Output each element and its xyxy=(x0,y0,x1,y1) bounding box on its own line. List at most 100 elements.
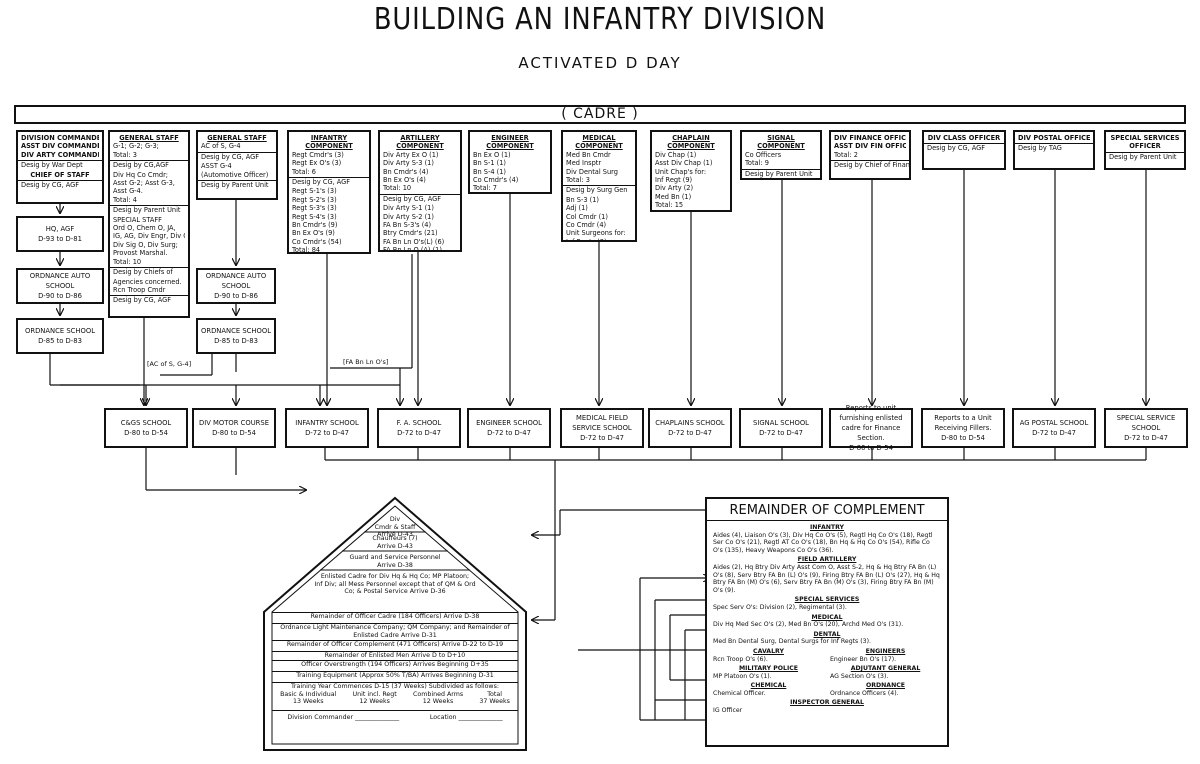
cadre-bar: ( CADRE ) xyxy=(14,105,1186,124)
cadre-box-line: Total: 3 xyxy=(566,176,590,185)
school-name: F. A. SCHOOL xyxy=(396,419,442,427)
chain-box-name: ORDNANCE SCHOOL xyxy=(201,327,271,335)
cadre-box-line: Desig by CG, AGF xyxy=(18,180,102,189)
cadre-box-line: Bn Cmdr's (4) xyxy=(383,167,429,176)
cadre-box-line: Co Cmdr's (54) xyxy=(292,237,342,246)
training-column-line: Total xyxy=(487,690,502,698)
commander-location-row: Division Commander ______________Locatio… xyxy=(272,710,518,724)
cadre-box-line: Regt Ex O's (3) xyxy=(292,159,342,168)
school-name: SIGNAL SCHOOL xyxy=(753,419,809,427)
enlisted-line: Co; & Postal Service Arrive D-36 xyxy=(344,588,446,595)
training-column-line: Combined Arms xyxy=(412,690,464,698)
remainder-heading: SPECIAL SERVICES xyxy=(794,596,860,604)
branch-label-fa-bn: [FA Bn Ln O's] xyxy=(343,358,389,366)
cadre-box-line: Desig by Chiefs of xyxy=(110,267,188,276)
cadre-box-line: FA Bn S-3's (4) xyxy=(383,221,432,230)
cadre-box-line: Total: 15 xyxy=(655,201,684,210)
cadre-box-line: Asst G-2; Asst G-3, xyxy=(113,179,175,188)
school-name: C&GS SCHOOL xyxy=(120,419,172,427)
school-box: Reports to a Unit Receiving Fillers.D-80… xyxy=(921,408,1005,448)
cadre-box-line: Desig by CG, AGF xyxy=(198,151,276,161)
cadre-box-line: Med Insptr xyxy=(566,159,602,168)
cadre-box-line: Div Arty Ex O (1) xyxy=(383,150,439,159)
school-name: Reports to a Unit Receiving Fillers. xyxy=(934,414,992,432)
cadre-box-line: Total: 4 xyxy=(113,195,137,204)
cadre-box-line: Unit Surgeons for: xyxy=(566,229,626,238)
chain-box-name: ORDNANCE AUTO SCHOOL xyxy=(205,272,267,290)
cadre-box-title: GENERAL STAFF xyxy=(207,134,267,142)
cadre-box-line: (Automotive Officer) xyxy=(201,170,269,179)
remainder-heading: ADJUTANT GENERAL xyxy=(850,665,921,673)
cadre-box-line: Unit Chap's for: xyxy=(655,167,707,176)
cadre-box-line: Bn S-4 (1) xyxy=(473,167,506,176)
chain-box-name: HQ, AGF xyxy=(45,225,75,233)
cadre-box-line: OFFICER xyxy=(1129,142,1161,151)
pyramid-top: Div Cmdr & Staff Arrive D-43 xyxy=(345,516,445,539)
remainder-heading: FIELD ARTILLERY xyxy=(797,556,857,564)
cadre-box-line: Desig by CG, AGF xyxy=(924,143,1004,152)
cadre-box-line: Div Hq Co Cmdr; xyxy=(113,170,169,179)
remainder-heading: INFANTRY xyxy=(809,524,845,531)
remainder-heading: MEDICAL xyxy=(811,613,843,621)
remainder-title: REMAINDER OF COMPLEMENT xyxy=(707,502,947,521)
school-dates: D-72 to D-47 xyxy=(759,429,803,437)
cadre-box-line: Asst Div Chap (1) xyxy=(655,159,713,168)
cadre-box-line: Regt S-1's (3) xyxy=(292,187,337,196)
cadre-box-line: Total: 84 xyxy=(292,246,321,254)
cadre-box-line: ASST DIV FIN OFFICER xyxy=(834,142,906,151)
cadre-box-line: CHIEF OF STAFF xyxy=(30,170,90,179)
pyramid-rows: Remainder of Officer Cadre (184 Officers… xyxy=(272,612,518,744)
pyramid-enlisted: Enlisted Cadre for Div Hq & Hq Co; MP Pl… xyxy=(284,573,506,596)
cadre-box-line: Desig by Parent Unit xyxy=(110,205,188,214)
training-year: Training Year Commences D-15 (37 Weeks) … xyxy=(272,682,518,710)
cadre-box-line: Total: 10 xyxy=(383,184,412,193)
cadre-box-line: Regt Cmdr's (3) xyxy=(292,150,344,159)
cadre-box-line: Inf Regts (3) xyxy=(566,237,607,242)
cadre-box-line: Div Dental Surg xyxy=(566,167,618,176)
training-column-line: Basic & Individual xyxy=(280,690,337,698)
cadre-box-line: Agencies concerned. xyxy=(113,277,182,286)
chain-box-dates: D-85 to D-83 xyxy=(38,337,82,345)
cadre-box-line: Div Arty S-3 (1) xyxy=(383,159,434,168)
cadre-box-line: Bn Ex O's (9) xyxy=(292,229,335,238)
remainder-text: Chemical Officer. xyxy=(713,689,766,697)
cadre-box-line: Adj (1) xyxy=(566,204,588,213)
remainder-text: Engineer Bn O's (17). xyxy=(830,655,897,663)
guard-line: Guard and Service Personnel xyxy=(349,554,441,561)
cadre-box-title: SIGNAL COMPONENT xyxy=(757,134,805,151)
school-name: DIV MOTOR COURSE xyxy=(198,419,270,427)
cadre-box-finance-officer: DIV FINANCE OFFICERASST DIV FIN OFFICERT… xyxy=(829,130,911,180)
pyramid-row: Remainder of Enlisted Men Arrive D to D+… xyxy=(272,651,518,660)
cadre-box-line: Regt S-2's (3) xyxy=(292,195,337,204)
school-name: INFANTRY SCHOOL xyxy=(295,419,359,427)
school-name: Reports to unit furnishing enlisted cadr… xyxy=(839,404,903,442)
cadre-box-line: Co Cmdr's (4) xyxy=(473,176,519,185)
pyramid-chauffeurs: Chauffeurs (7) Arrive D-43 xyxy=(332,535,458,550)
cadre-box-line: Desig by Chief of xyxy=(652,211,730,212)
cadre-box-line: Bn S-3 (1) xyxy=(566,195,599,204)
remainder-text: Spec Serv O's: Division (2), Regimental … xyxy=(713,603,847,611)
cadre-box-line: DIV FINANCE OFFICER xyxy=(834,134,906,142)
chauffeurs-line: Arrive D-43 xyxy=(377,542,413,550)
remainder-text: Ordnance Officers (4). xyxy=(830,689,899,697)
pyramid-guard: Guard and Service Personnel Arrive D-38 xyxy=(312,554,478,569)
pyramid-top-line: Cmdr & Staff xyxy=(374,523,416,531)
